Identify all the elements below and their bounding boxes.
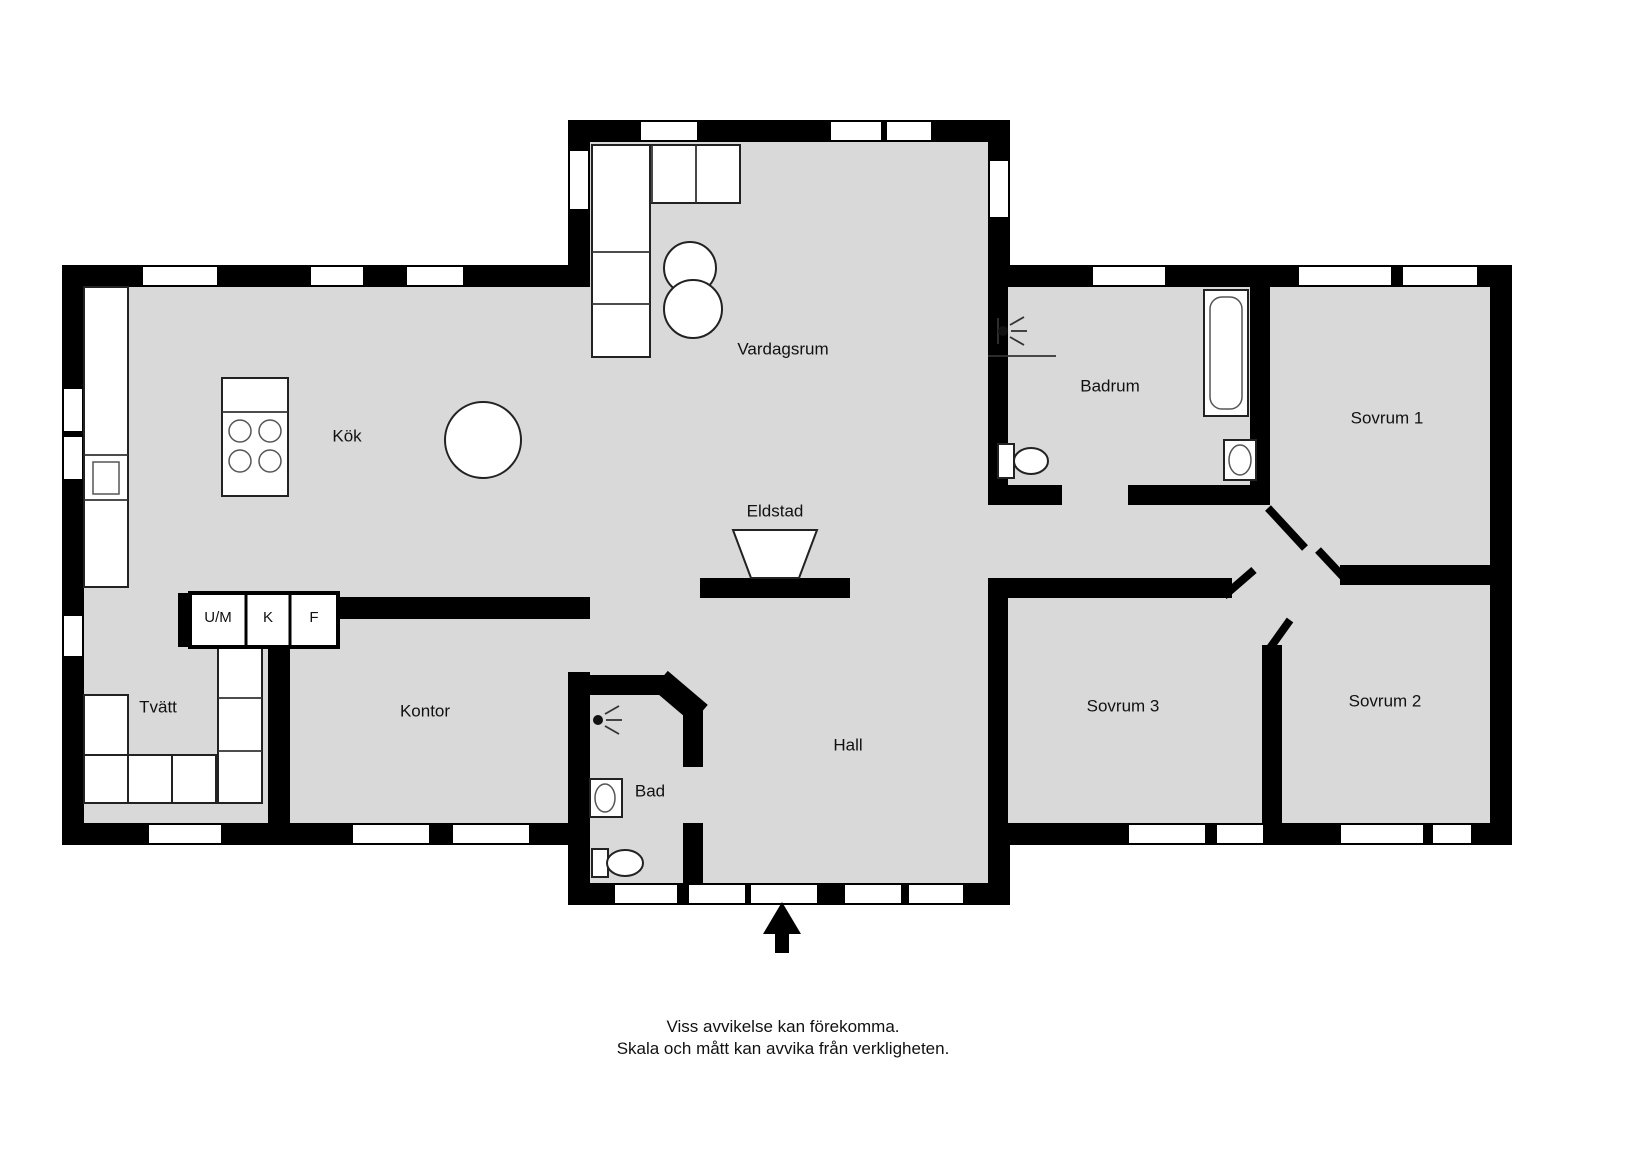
badrum-light-icon bbox=[988, 316, 1056, 357]
bad-corner-wall bbox=[652, 670, 708, 724]
room-label-sovrum2: Sovrum 2 bbox=[1348, 691, 1422, 711]
interior-walls bbox=[178, 287, 1490, 885]
laundry-counters bbox=[83, 644, 263, 804]
entrance-door bbox=[749, 883, 819, 905]
room-label-badrum: Badrum bbox=[1080, 376, 1140, 396]
room-label-sovrum3: Sovrum 3 bbox=[1086, 696, 1160, 716]
disclaimer: Viss avvikelse kan förekomma. Skala och … bbox=[0, 1016, 1566, 1060]
closet-label-k: K bbox=[262, 608, 274, 626]
dining-table bbox=[444, 401, 522, 479]
bad-light-icon bbox=[593, 705, 622, 735]
room-label-tvatt: Tvätt bbox=[139, 697, 177, 717]
room-label-bad: Bad bbox=[634, 781, 666, 801]
closet-units bbox=[188, 591, 340, 649]
fireplace bbox=[731, 529, 819, 579]
kitchen-counter bbox=[83, 286, 129, 588]
room-label-hall: Hall bbox=[833, 735, 863, 755]
room-label-eldstad: Eldstad bbox=[746, 501, 804, 521]
kitchen-island-stove bbox=[221, 377, 289, 497]
windows bbox=[62, 120, 1479, 905]
closet-label-f: F bbox=[309, 608, 319, 626]
coffee-tables bbox=[663, 241, 723, 339]
disclaimer-line1: Viss avvikelse kan förekomma. bbox=[666, 1017, 900, 1036]
bad-toilet bbox=[591, 848, 644, 878]
entrance-arrow-icon bbox=[763, 902, 801, 953]
disclaimer-line2: Skala och mått kan avvika från verklighe… bbox=[616, 1039, 950, 1058]
room-label-kontor: Kontor bbox=[399, 701, 451, 721]
door-leaves bbox=[1221, 505, 1351, 651]
bad-sink bbox=[589, 778, 623, 818]
room-label-vardagsrum: Vardagsrum bbox=[737, 339, 829, 359]
closet-label-um: U/M bbox=[204, 608, 232, 626]
floor-areas bbox=[84, 142, 1490, 883]
room-label-kok: Kök bbox=[332, 426, 362, 446]
badrum-toilet bbox=[997, 443, 1049, 479]
badrum-sink bbox=[1223, 439, 1257, 481]
bathtub bbox=[1203, 289, 1249, 417]
sofa bbox=[591, 144, 741, 358]
room-label-sovrum1: Sovrum 1 bbox=[1350, 408, 1424, 428]
